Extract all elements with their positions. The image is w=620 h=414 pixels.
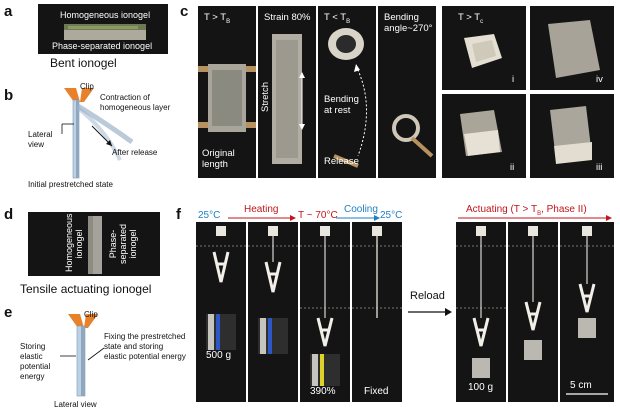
label-mass-100: 100 g — [468, 382, 494, 393]
panel-label-e: e — [4, 304, 13, 321]
label-cooling: Cooling — [344, 204, 378, 215]
label-contraction: Contraction of homogeneous layer — [100, 93, 171, 112]
photo-f-4: Fixed — [352, 222, 402, 402]
label-phase-separated-ionogel: Phase-separated ionogel — [52, 41, 153, 51]
photo-i: T > Tc i — [442, 6, 526, 90]
weight-500g-3 — [300, 226, 350, 386]
fixed-fiber — [352, 226, 402, 318]
photo-f-2 — [248, 222, 298, 402]
photo-tensile-ionogel: Homogeneous ionogel Phase-separated iono… — [28, 212, 160, 276]
photo-f-1: 500 g — [196, 222, 246, 402]
panel-label-a: a — [4, 3, 13, 20]
gel-iv-drawing — [548, 20, 600, 78]
label-temp-25-end: 25°C — [380, 210, 403, 221]
label-ii: ii — [510, 162, 515, 173]
label-homogeneous-ionogel: Homogeneous ionogel — [60, 10, 151, 20]
photo-bent-ionogel: Homogeneous ionogel Phase-separated iono… — [38, 4, 168, 54]
photo-original-length: T > TB Original length — [198, 6, 256, 178]
label-iii: iii — [596, 162, 603, 173]
label-lateral-view-b: Lateral view — [28, 130, 53, 149]
label-actuating: Actuating (T > TB, Phase II) — [466, 204, 587, 217]
photo-f-6 — [508, 222, 558, 402]
label-fixing: Fixing the prestretched state and storin… — [104, 332, 186, 361]
diagram-storing-energy — [60, 314, 105, 397]
label-temp-25-start: 25°C — [198, 210, 221, 221]
photo-f-3: 390% — [300, 222, 350, 402]
label-storing: Storing elastic potential energy — [20, 342, 51, 381]
gel-iii-drawing — [550, 106, 592, 164]
label-original-length: Original length — [202, 148, 235, 170]
gel-i-drawing — [464, 34, 502, 68]
label-stretch: Stretch — [260, 81, 271, 112]
label-scale-bar: 5 cm — [570, 380, 592, 391]
label-cond3: T > Tc — [458, 12, 484, 25]
photo-bending-rest: T < TB Bending at rest Release — [318, 6, 376, 178]
label-i: i — [512, 74, 515, 85]
tensile-ionogel-drawing — [88, 216, 102, 274]
weight-100g-1 — [456, 226, 506, 378]
label-temp-70: T ~ 70°C — [298, 210, 338, 221]
reload-arrow — [408, 308, 452, 316]
panel-label-d: d — [4, 206, 14, 223]
label-initial-state: Initial prestretched state — [28, 180, 113, 189]
photo-iv: iv — [530, 6, 614, 90]
weight-100g-3 — [560, 226, 614, 395]
label-mass-500: 500 g — [206, 350, 232, 361]
photo-bending-angle: Bending angle~270° — [378, 6, 436, 178]
label-after-release: After release — [112, 148, 158, 157]
gel-original-drawing — [198, 64, 256, 132]
label-bending-at-rest: Bending at rest — [324, 94, 359, 116]
photo-f-5: 100 g — [456, 222, 506, 402]
gel-stretched-drawing — [272, 34, 305, 164]
label-reload: Reload — [410, 290, 445, 302]
panel-label-c: c — [180, 3, 189, 20]
label-strain: Strain 80% — [264, 12, 311, 23]
panel-label-f: f — [176, 206, 181, 223]
label-homogeneous-d: Homogeneous ionogel — [64, 213, 84, 272]
gel-ii-drawing — [460, 110, 502, 156]
label-phase-separated-d: Phase-separated ionogel — [108, 223, 138, 265]
weight-500g-2 — [248, 226, 298, 354]
photo-ii: ii — [442, 94, 526, 178]
label-lateral-view-e: Lateral view — [54, 400, 97, 409]
label-cond2: T < TB — [324, 12, 351, 25]
bent-ionogel-drawing — [64, 24, 146, 40]
gel-bending-drawing — [328, 28, 367, 168]
caption-tensile: Tensile actuating ionogel — [20, 282, 152, 296]
diagram-prestretched — [61, 88, 134, 179]
label-release: Release — [324, 156, 359, 167]
weight-100g-2 — [508, 226, 558, 360]
label-clip-e: Clip — [84, 310, 98, 319]
process-arrows — [228, 215, 612, 221]
label-clip-b: Clip — [80, 82, 94, 91]
label-percent-390: 390% — [310, 386, 336, 397]
photo-f-7: 5 cm — [560, 222, 614, 402]
label-fixed: Fixed — [364, 386, 389, 397]
gel-curled-drawing — [392, 114, 434, 158]
label-cond1: T > TB — [204, 12, 231, 25]
label-bending-angle: Bending angle~270° — [384, 12, 433, 34]
label-heating: Heating — [244, 204, 279, 215]
photo-stretch: Strain 80% Stretch — [258, 6, 316, 178]
label-iv: iv — [596, 74, 603, 85]
photo-iii: iii — [530, 94, 614, 178]
panel-label-b: b — [4, 87, 14, 104]
caption-bent-ionogel: Bent ionogel — [50, 56, 117, 70]
weight-500g-1 — [196, 226, 246, 350]
